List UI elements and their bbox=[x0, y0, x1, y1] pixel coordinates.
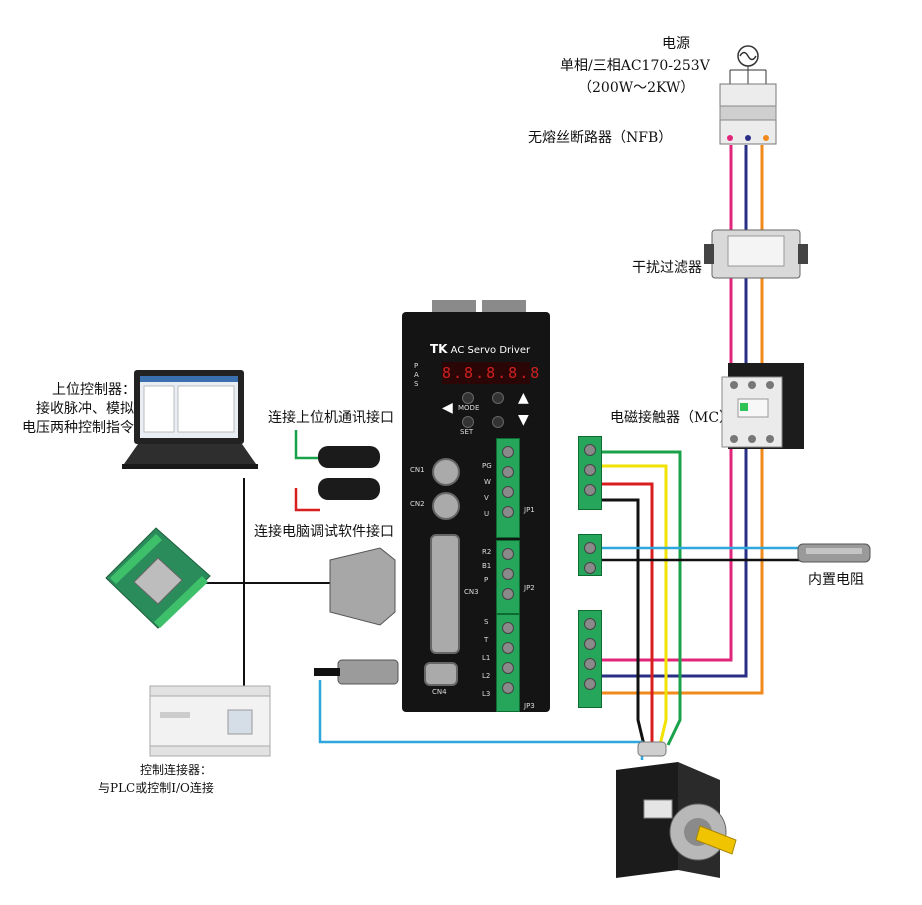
jp3-plug bbox=[578, 610, 602, 708]
jp2-pin-label-b1: B1 bbox=[482, 562, 492, 570]
jp1-terminal bbox=[496, 438, 520, 538]
shift-button[interactable] bbox=[492, 416, 504, 428]
jp3-label: JP3 bbox=[524, 702, 535, 710]
jp1-pin-label-pg: PG bbox=[482, 462, 492, 470]
jp3-pin-label-s: S bbox=[484, 618, 489, 626]
cn2-interface-label: 连接电脑调试软件接口 bbox=[254, 524, 394, 540]
cn4-port[interactable] bbox=[424, 662, 458, 686]
cn2-port-label: CN2 bbox=[410, 500, 425, 508]
filter-label: 干扰过滤器 bbox=[632, 260, 702, 276]
driver-model-text: AC Servo Driver bbox=[450, 345, 531, 356]
cn1-plug bbox=[318, 446, 380, 468]
jp1-pin-label-w: W bbox=[484, 478, 491, 486]
cn1-port[interactable] bbox=[432, 458, 460, 486]
jp1-plug bbox=[578, 436, 602, 510]
arrow-up-icon: ▲ bbox=[518, 390, 529, 406]
driver-logo: TK AC Servo Driver bbox=[430, 342, 530, 356]
pc-label-line3: 电压两种控制指令 bbox=[22, 420, 134, 436]
plc-label-line2: 与PLC或控制I/O连接 bbox=[98, 781, 214, 795]
resistor-label: 内置电阻 bbox=[808, 572, 864, 588]
motor-wire-black bbox=[600, 498, 646, 746]
power-title: 电源 bbox=[662, 36, 690, 52]
cn3-port[interactable] bbox=[430, 534, 460, 654]
led-label-a: A bbox=[414, 371, 419, 379]
cn4-plug bbox=[337, 659, 399, 685]
servo-driver: TK AC Servo Driver P A S 8.8.8.8.8 MODE … bbox=[402, 300, 550, 712]
jp3-terminal bbox=[496, 614, 520, 712]
motor-wire-yellow bbox=[600, 464, 668, 746]
cn1-interface-label: 连接上位机通讯接口 bbox=[268, 410, 394, 426]
cn2-plug bbox=[318, 478, 380, 500]
power-wire-navy bbox=[600, 145, 748, 678]
mode-button[interactable] bbox=[462, 392, 474, 404]
db-connector bbox=[329, 547, 396, 626]
jp1-label: JP1 bbox=[524, 506, 535, 514]
laptop-icon bbox=[122, 370, 258, 469]
noise-filter-icon bbox=[704, 229, 808, 279]
terminal-board-icon bbox=[105, 527, 211, 629]
driver-body: TK AC Servo Driver P A S 8.8.8.8.8 MODE … bbox=[402, 312, 550, 712]
brake-resistor-icon bbox=[797, 543, 871, 563]
jp2-terminal bbox=[496, 540, 520, 614]
motor-wire-green bbox=[600, 450, 682, 746]
led-label-p: P bbox=[414, 362, 419, 370]
set-button-label: SET bbox=[460, 428, 474, 436]
circuit-breaker-icon bbox=[719, 45, 777, 145]
pc-label-line2: 接收脉冲、模拟 bbox=[36, 401, 134, 417]
jp3-pin-label-t: T bbox=[484, 636, 489, 644]
jp1-pin-label-v: V bbox=[484, 494, 489, 502]
mode-button-label: MODE bbox=[458, 404, 480, 412]
left-button[interactable] bbox=[492, 392, 504, 404]
jp2-label: JP2 bbox=[524, 584, 535, 592]
motor-wire-red bbox=[600, 482, 654, 745]
seven-segment-display: 8.8.8.8.8 bbox=[442, 362, 542, 384]
driver-brand: TK bbox=[430, 342, 448, 356]
cn1-cable bbox=[294, 430, 320, 460]
set-button[interactable] bbox=[462, 416, 474, 428]
led-label-s: S bbox=[414, 380, 419, 388]
jp1-pin-label-u: U bbox=[484, 510, 490, 518]
power-wire-pink bbox=[600, 145, 733, 662]
jp3-pin-label-l3: L3 bbox=[482, 690, 491, 698]
cn3-port-label: CN3 bbox=[464, 588, 479, 596]
power-spec: 单相/三相AC170-253V bbox=[560, 58, 710, 74]
pc-label-line1: 上位控制器： bbox=[52, 382, 136, 398]
jp2-pin-label-r2: R2 bbox=[482, 548, 492, 556]
jp2-plug bbox=[578, 534, 602, 576]
contactor-label: 电磁接触器（MC） bbox=[610, 410, 734, 426]
cn4-cable-stub bbox=[314, 668, 340, 676]
jp3-pin-label-l2: L2 bbox=[482, 672, 491, 680]
plc-label-line1: 控制连接器： bbox=[140, 763, 213, 777]
cn1-port-label: CN1 bbox=[410, 466, 425, 474]
cn4-port-label: CN4 bbox=[432, 688, 447, 696]
servo-motor-icon bbox=[616, 741, 737, 878]
arrow-left-icon: ◀ bbox=[442, 400, 453, 416]
power-wire-orange bbox=[600, 145, 764, 695]
power-range: （200W～2KW） bbox=[578, 80, 695, 96]
jp2-pin-label-p: P bbox=[484, 576, 489, 584]
arrow-down-icon: ▼ bbox=[518, 412, 529, 428]
cn2-port[interactable] bbox=[432, 492, 460, 520]
cn2-cable bbox=[294, 488, 320, 512]
jp3-pin-label-l1: L1 bbox=[482, 654, 491, 662]
breaker-label: 无熔丝断路器（NFB） bbox=[528, 130, 673, 146]
magnetic-contactor-icon bbox=[721, 363, 804, 449]
plc-icon bbox=[149, 685, 271, 757]
